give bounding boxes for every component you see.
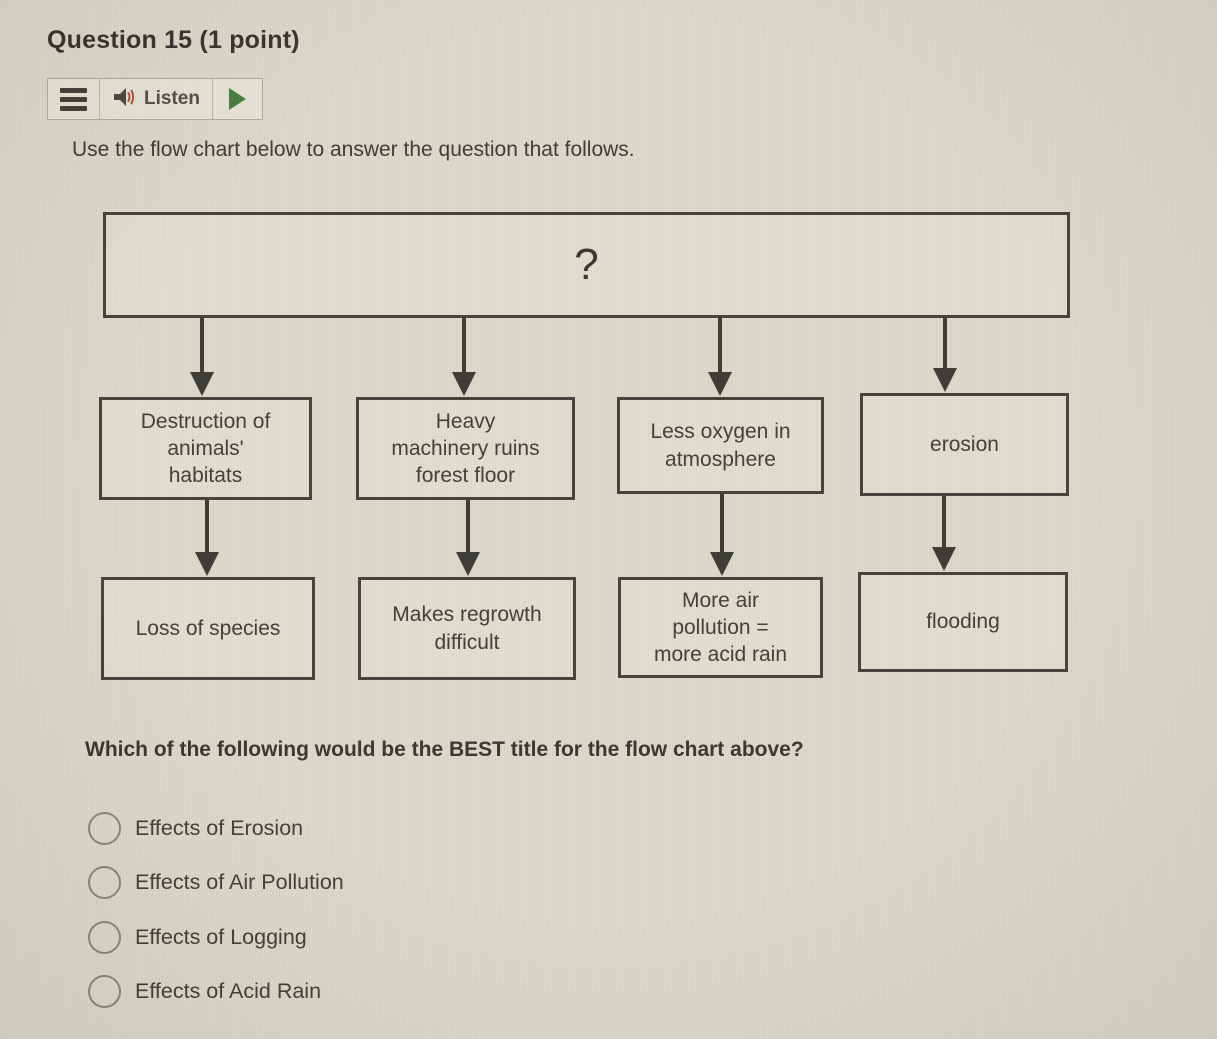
flowchart-root-box: ? (103, 212, 1070, 318)
arrow-down-icon (718, 318, 722, 373)
speaker-icon (112, 86, 136, 113)
flowchart-effect-box: Makes regrowth difficult (358, 577, 576, 680)
play-button[interactable] (213, 79, 262, 119)
flowchart-cause-box: erosion (860, 393, 1069, 496)
arrow-down-icon (720, 494, 724, 553)
answer-option-logging[interactable]: Effects of Logging (88, 921, 307, 954)
play-icon (228, 88, 246, 110)
arrow-down-icon (205, 500, 209, 553)
listen-button[interactable]: Listen (100, 79, 213, 119)
flowchart-cause-box: Destruction of animals' habitats (99, 397, 312, 500)
flowchart-cause-box: Less oxygen in atmosphere (617, 397, 824, 494)
arrow-down-icon (200, 318, 204, 373)
question-text: Which of the following would be the BEST… (85, 738, 804, 761)
listen-label: Listen (144, 88, 200, 109)
arrow-down-icon (942, 496, 946, 548)
radio-button[interactable] (88, 921, 121, 954)
option-label: Effects of Acid Rain (135, 979, 322, 1003)
radio-button[interactable] (88, 812, 121, 845)
flowchart-effect-box: More air pollution = more acid rain (618, 577, 823, 678)
option-label: Effects of Air Pollution (135, 870, 344, 894)
flowchart-cause-box: Heavy machinery ruins forest floor (356, 397, 575, 500)
menu-button[interactable] (48, 79, 100, 119)
arrow-down-icon (466, 500, 470, 553)
question-header: Question 15 (1 point) (47, 26, 300, 54)
option-label: Effects of Logging (135, 925, 307, 949)
arrow-down-icon (462, 318, 466, 373)
flowchart-effect-box: flooding (858, 572, 1068, 672)
arrow-down-icon (943, 318, 947, 369)
option-label: Effects of Erosion (135, 816, 304, 840)
answer-option-acid-rain[interactable]: Effects of Acid Rain (88, 975, 321, 1008)
hamburger-icon (60, 87, 87, 111)
readspeaker-toolbar: Listen (47, 78, 263, 120)
answer-option-air-pollution[interactable]: Effects of Air Pollution (88, 866, 344, 899)
radio-button[interactable] (88, 975, 121, 1008)
answer-option-erosion[interactable]: Effects of Erosion (88, 812, 303, 845)
radio-button[interactable] (88, 866, 121, 899)
instruction-text: Use the flow chart below to answer the q… (72, 138, 635, 161)
flowchart-effect-box: Loss of species (101, 577, 315, 680)
